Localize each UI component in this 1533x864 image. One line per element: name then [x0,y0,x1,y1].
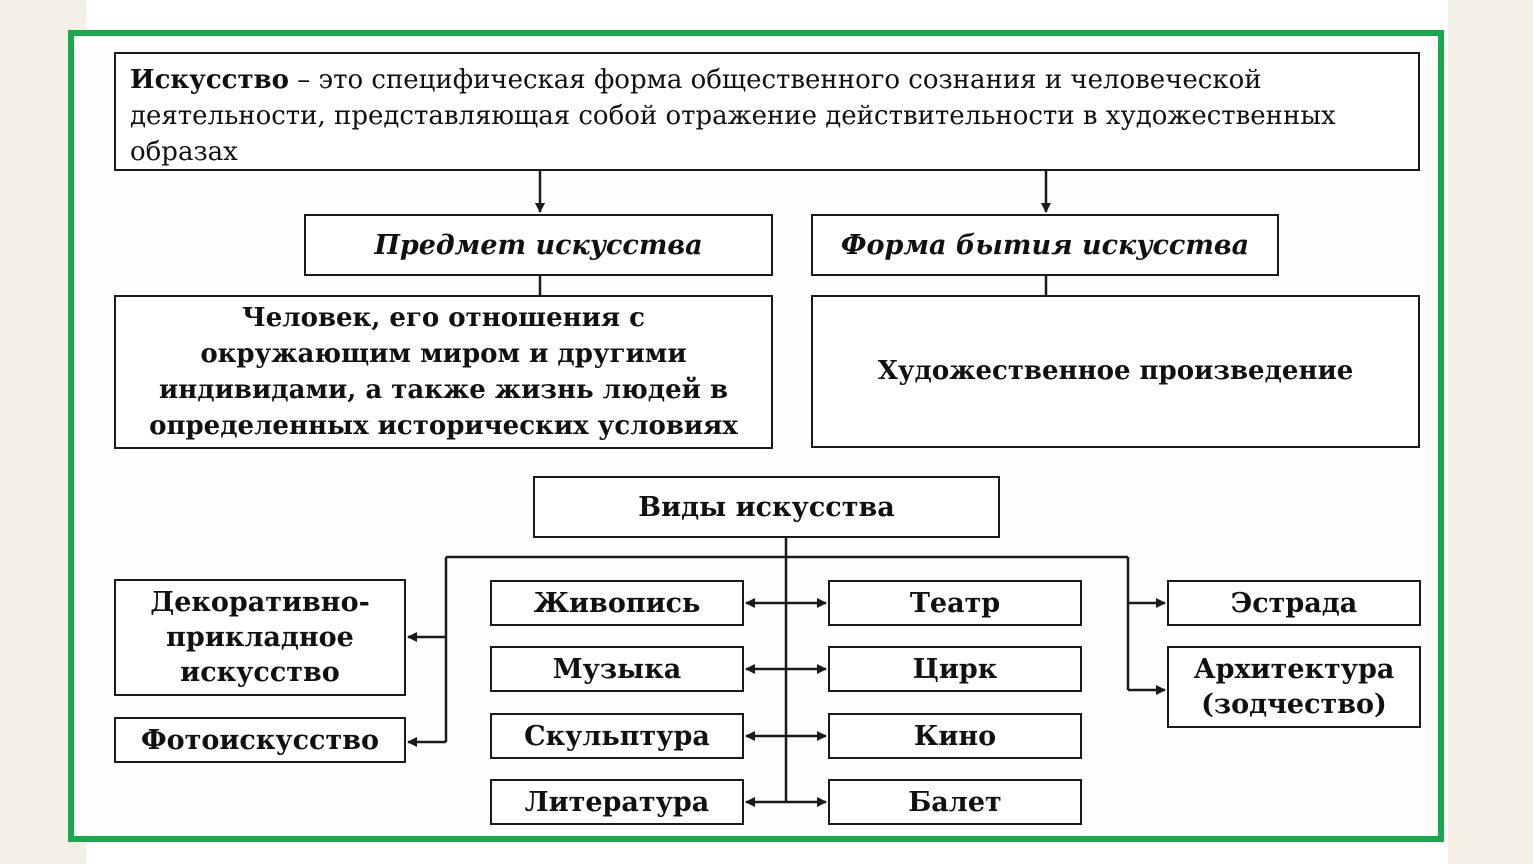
subject-text-box: Человек, его отношения с окружающим миро… [114,295,773,449]
kind-label: Фотоискусство [141,724,379,756]
kind-label: Балет [908,786,1002,818]
subject-title-box: Предмет искусства [304,214,773,276]
subject-text: Человек, его отношения с окружающим миро… [149,303,738,441]
kind-painting: Живопись [490,580,744,626]
kind-sculpture: Скульптура [490,713,744,759]
kind-photo: Фотоискусство [114,717,406,763]
kind-label: Литература [524,786,710,818]
kind-label: Музыка [552,653,682,685]
kind-music: Музыка [490,646,744,692]
definition-box: Искусство – это специфическая форма обще… [114,52,1420,171]
kind-label: Цирк [912,653,998,685]
kind-label: Живопись [533,587,701,619]
kind-label: Декоративно-прикладное искусство [150,587,370,688]
kind-label: Кино [913,720,997,752]
form-text: Художественное произведение [877,356,1354,386]
kinds-title: Виды искусства [638,491,895,523]
subject-title: Предмет искусства [374,229,703,261]
kind-label: Театр [909,587,1001,619]
kind-theatre: Театр [828,580,1082,626]
kind-label: Архитектура (зодчество) [1193,654,1395,720]
kind-label: Скульптура [524,720,710,752]
kind-literature: Литература [490,779,744,825]
kind-label: Эстрада [1230,587,1358,619]
kind-estrada: Эстрада [1167,580,1421,626]
kind-architecture: Архитектура (зодчество) [1167,646,1421,728]
form-text-box: Художественное произведение [811,295,1420,448]
definition-term: Искусство [130,65,289,95]
form-title-box: Форма бытия искусства [811,214,1279,276]
definition-text: – это специфическая форма общественного … [130,65,1336,167]
kind-cinema: Кино [828,713,1082,759]
kind-decorative: Декоративно-прикладное искусство [114,579,406,696]
kinds-title-box: Виды искусства [533,476,1000,538]
kind-ballet: Балет [828,779,1082,825]
kind-circus: Цирк [828,646,1082,692]
form-title: Форма бытия искусства [840,229,1250,261]
